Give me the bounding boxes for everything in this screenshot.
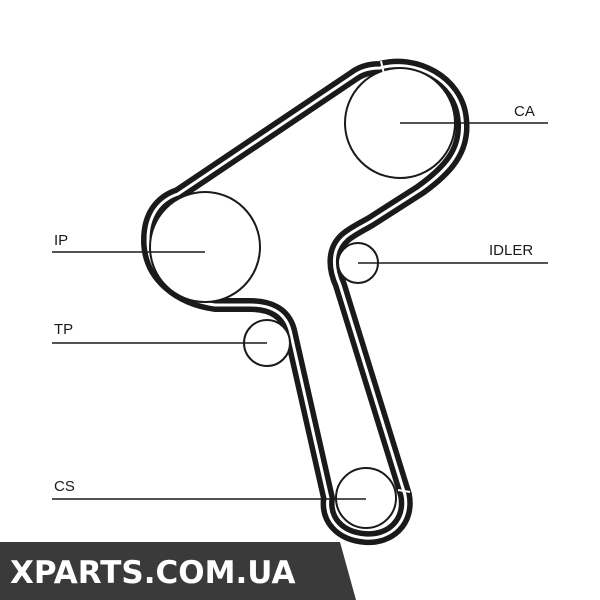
pulley-crankshaft xyxy=(335,467,397,529)
pulleys xyxy=(149,67,456,529)
belt-inner-channel xyxy=(146,64,465,540)
pulley-injection-pump xyxy=(149,191,261,303)
timing-mark-injection-pump xyxy=(174,202,181,215)
watermark-banner: XPARTS.COM.UA xyxy=(0,542,356,600)
label-cs: CS xyxy=(54,478,75,495)
label-tp: TP xyxy=(54,321,73,338)
timing-marks xyxy=(174,60,411,493)
timing-mark-crankshaft xyxy=(397,489,411,493)
label-ca: CA xyxy=(514,103,535,120)
watermark-background xyxy=(0,542,356,600)
leader-lines xyxy=(52,122,548,500)
label-ip: IP xyxy=(54,232,68,249)
timing-belt xyxy=(141,58,470,546)
label-idler: IDLER xyxy=(489,242,533,259)
watermark-text: XPARTS.COM.UA xyxy=(10,555,295,591)
timing-mark-camshaft xyxy=(380,60,385,75)
